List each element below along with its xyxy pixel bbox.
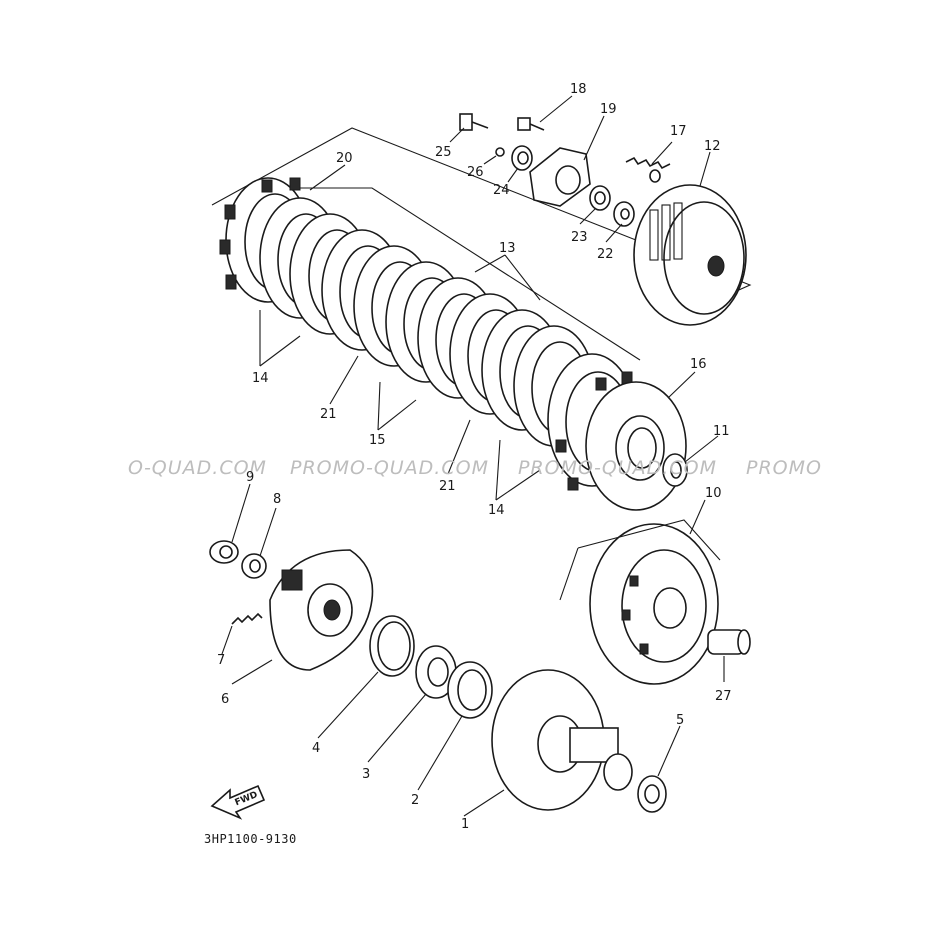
bolt-18 [517,117,545,131]
part-code: 3HP1100-9130 [204,832,297,846]
washer-5 [637,775,667,813]
callout-24: 24 [493,183,510,198]
one-way-clutch-2 [447,661,493,719]
callout-25: 25 [435,145,452,160]
callout-5: 5 [676,713,684,728]
callout-4: 4 [312,741,320,756]
callout-6: 6 [221,692,229,707]
callout-9: 9 [246,470,254,485]
primary-drive-gear-1 [491,669,633,811]
ball-26 [495,147,505,157]
callout-19: 19 [600,102,617,117]
callout-7: 7 [217,653,225,668]
callout-18: 18 [570,82,587,97]
callouts: 1 2 3 4 5 6 7 8 9 10 11 12 13 14 14 15 1… [217,82,732,832]
leader-lines [221,95,725,817]
callout-11: 11 [713,424,730,439]
callout-21b: 21 [439,479,456,494]
spring-17 [625,156,671,183]
callout-23: 23 [571,230,588,245]
watermark-3: PROMO-QUAD.COM [518,457,717,479]
callout-15: 15 [369,433,386,448]
callout-12: 12 [704,139,721,154]
watermark-2: PROMO-QUAD.COM [290,457,489,479]
callout-27: 27 [715,689,732,704]
nut-9 [209,540,239,564]
callout-22: 22 [597,247,614,262]
washer-22 [613,201,635,227]
ring-23 [589,185,611,211]
callout-16: 16 [690,357,707,372]
callout-14a: 14 [252,371,269,386]
clutch-plate-stack [219,177,637,491]
callout-10: 10 [705,486,722,501]
lock-washer-8 [241,553,267,579]
ring-4 [369,615,415,677]
callout-1: 1 [461,817,469,832]
watermark-4: PROMO [746,457,822,479]
watermark-1: O-QUAD.COM [128,457,267,479]
callout-3: 3 [362,767,370,782]
centrifugal-clutch-6 [269,549,374,671]
clutch-housing-10 [589,523,719,685]
callout-17: 17 [670,124,687,139]
callout-2: 2 [411,793,419,808]
spring-7 [231,612,263,625]
washer-11 [662,453,688,487]
pressure-plate-16 [585,381,687,511]
callout-8: 8 [273,492,281,507]
watermarks: O-QUAD.COM PROMO-QUAD.COM PROMO-QUAD.COM… [128,457,822,479]
callout-26: 26 [467,165,484,180]
callout-14b: 14 [488,503,505,518]
plate-19 [529,147,591,207]
assembly-bracket-plates [266,187,641,361]
bearing-24 [511,145,533,171]
pin-25 [459,113,489,131]
fwd-arrow-icon: FWD [210,784,266,820]
callout-13: 13 [499,241,516,256]
callout-20: 20 [336,151,353,166]
callout-21a: 21 [320,407,337,422]
housing-bracket-10 [559,519,721,601]
clutch-cover-12 [633,184,747,326]
collar-27 [707,629,751,655]
